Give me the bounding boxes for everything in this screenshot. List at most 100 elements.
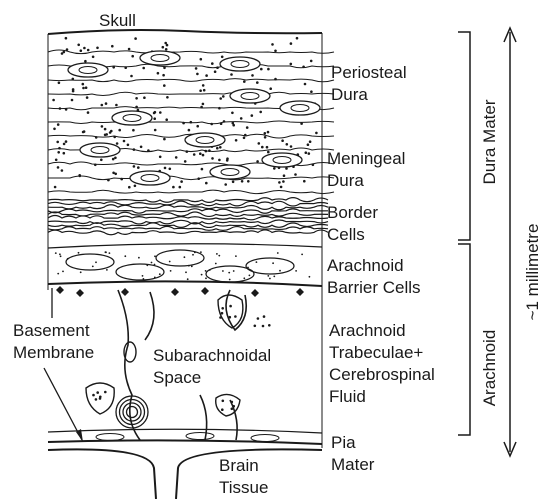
label-dura-mater: Dura Mater bbox=[480, 92, 500, 192]
cell-dot bbox=[61, 52, 64, 55]
cell-dot bbox=[82, 87, 85, 90]
cell-dot bbox=[219, 146, 222, 149]
cell-dot bbox=[109, 131, 112, 134]
fiber-band bbox=[48, 190, 334, 194]
label-pia-mater: Pia Mater bbox=[331, 432, 374, 476]
border-cell-band bbox=[48, 226, 328, 230]
trabecula-dot bbox=[92, 394, 95, 397]
barrier-dot bbox=[192, 254, 194, 256]
barrier-dot bbox=[154, 277, 156, 279]
border-cell-band bbox=[48, 201, 328, 206]
cell-dot bbox=[154, 129, 157, 132]
cell-dot bbox=[282, 180, 285, 183]
label-border-cells: Border Cells bbox=[327, 202, 378, 246]
cell-dot bbox=[157, 72, 160, 75]
cell-dot bbox=[114, 173, 117, 176]
barrier-cell bbox=[156, 250, 204, 266]
cell-dot bbox=[283, 174, 286, 177]
barrier-dot bbox=[55, 252, 57, 254]
barrier-dot bbox=[301, 254, 303, 256]
border-cell-band bbox=[48, 216, 328, 220]
cell-dot bbox=[286, 143, 289, 146]
barrier-dot bbox=[205, 270, 207, 272]
barrier-dot bbox=[187, 278, 189, 280]
cell-dot bbox=[57, 166, 60, 169]
trabecula-dot bbox=[99, 397, 102, 400]
cell-dot bbox=[211, 62, 214, 65]
cell-dot bbox=[296, 37, 299, 40]
cell-dot bbox=[230, 73, 233, 76]
cell-dot bbox=[232, 181, 235, 184]
cell-dot bbox=[94, 164, 97, 167]
fiber-band bbox=[48, 50, 334, 54]
barrier-dot bbox=[106, 269, 108, 271]
label-skull: Skull bbox=[99, 10, 136, 32]
cell-dot bbox=[243, 80, 246, 83]
barrier-dot bbox=[105, 251, 107, 253]
cell-dot bbox=[56, 141, 59, 144]
cell-dot bbox=[281, 139, 284, 142]
cell-dot bbox=[128, 48, 131, 51]
cell-dot bbox=[65, 37, 68, 40]
cell-dot bbox=[202, 84, 205, 87]
cell-dot bbox=[153, 117, 156, 120]
cell-dot bbox=[199, 152, 202, 155]
cell-dot bbox=[58, 82, 61, 85]
fibroblast-cell bbox=[230, 89, 270, 103]
cell-dot bbox=[133, 148, 136, 151]
trabecula-dot bbox=[254, 325, 257, 328]
barrier-dot bbox=[124, 255, 126, 257]
cell-dot bbox=[184, 160, 187, 163]
cell-dot bbox=[77, 44, 80, 47]
cell-dot bbox=[240, 117, 243, 120]
cell-dot bbox=[274, 78, 277, 81]
cell-dot bbox=[219, 97, 222, 100]
cell-dot bbox=[264, 132, 267, 135]
cell-dot bbox=[65, 140, 68, 143]
fibroblast-cell bbox=[262, 153, 302, 167]
cell-dot bbox=[196, 73, 199, 76]
cell-dot bbox=[159, 111, 162, 114]
barrier-dot bbox=[159, 273, 161, 275]
cell-dot bbox=[116, 142, 119, 145]
cell-dot bbox=[114, 157, 117, 160]
cell-dot bbox=[202, 154, 205, 157]
trabecula-dot bbox=[229, 305, 232, 308]
cell-dot bbox=[83, 47, 86, 50]
cell-dot bbox=[251, 74, 254, 77]
cell-dot bbox=[312, 164, 315, 167]
barrier-dot bbox=[154, 264, 156, 266]
barrier-dot bbox=[309, 276, 311, 278]
fibroblast-cell bbox=[112, 111, 152, 125]
border-cell-band bbox=[48, 212, 328, 217]
cell-dot bbox=[266, 146, 269, 149]
cell-dot bbox=[57, 123, 60, 126]
cell-dot bbox=[87, 111, 90, 114]
barrier-dot bbox=[194, 252, 196, 254]
barrier-dot bbox=[247, 267, 249, 269]
cell-dot bbox=[246, 126, 249, 129]
cell-dot bbox=[221, 56, 224, 59]
layers-drawing bbox=[48, 30, 334, 499]
cell-dot bbox=[134, 185, 137, 188]
cell-dot bbox=[267, 131, 270, 134]
cell-dot bbox=[180, 180, 183, 183]
cell-dot bbox=[256, 160, 259, 163]
cell-dot bbox=[308, 152, 311, 155]
cell-dot bbox=[135, 97, 138, 100]
cell-dot bbox=[302, 66, 305, 69]
fibroblast-cell bbox=[68, 63, 108, 77]
cell-dot bbox=[264, 136, 267, 139]
cell-dot bbox=[210, 123, 213, 126]
barrier-dot bbox=[201, 274, 203, 276]
cell-dot bbox=[87, 49, 90, 52]
cell-dot bbox=[84, 60, 87, 63]
cell-dot bbox=[112, 66, 115, 69]
cell-dot bbox=[243, 137, 246, 140]
trabecula-cell bbox=[216, 394, 240, 416]
pia-cell bbox=[96, 434, 124, 441]
cell-dot bbox=[226, 159, 229, 162]
barrier-dot bbox=[269, 278, 271, 280]
cell-dot bbox=[137, 166, 140, 169]
trabecula-dot bbox=[263, 315, 266, 318]
